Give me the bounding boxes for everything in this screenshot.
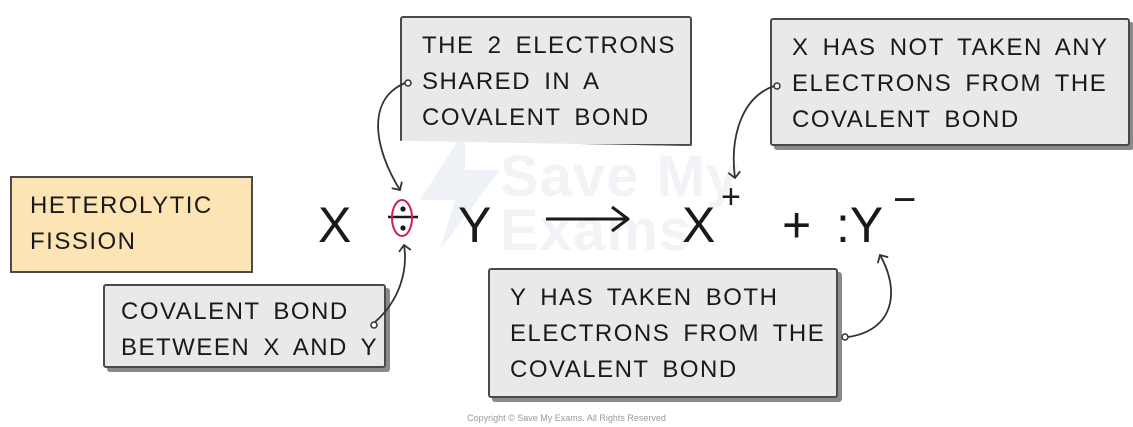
leader-arrow-covalent-bond: [374, 243, 412, 323]
callout-line: X HAS NOT TAKEN ANY: [792, 34, 1109, 61]
callout-line: ELECTRONS FROM THE: [510, 320, 826, 347]
y-negative-charge: −: [893, 178, 917, 222]
watermark-text: Save My Exams: [500, 144, 740, 263]
callout-y-taken-both: Y HAS TAKEN BOTH ELECTRONS FROM THE COVA…: [488, 268, 838, 398]
callout-covalent-bond-between: COVALENT BOND BETWEEN X AND Y: [103, 284, 386, 368]
watermark-logo-icon: [420, 130, 500, 250]
reactant-y: Y: [458, 197, 492, 253]
callout-line: Y HAS TAKEN BOTH: [510, 284, 779, 311]
reaction-arrow-head: [611, 205, 630, 233]
label-line: HETEROLYTIC: [30, 192, 213, 219]
callout-line: COVALENT BOND: [121, 298, 349, 325]
leader-arrow-shared-electrons: [377, 82, 406, 192]
leader-origin: [773, 82, 781, 90]
product-x: X: [682, 197, 716, 253]
leader-origin: [404, 79, 412, 87]
electron-dot: [400, 206, 406, 212]
electron-dot: [400, 225, 406, 231]
x-positive-charge: +: [721, 178, 741, 216]
watermark-line-1: Save My: [500, 144, 740, 209]
leader-arrow-y-taken-both: [847, 253, 892, 338]
callout-line: COVALENT BOND: [422, 104, 650, 131]
product-y-with-lone-pair: :Y: [836, 197, 884, 253]
leader-origin: [841, 333, 849, 341]
callout-shared-electrons: THE 2 ELECTRONS SHARED IN A COVALENT BON…: [400, 16, 692, 146]
callout-line: COVALENT BOND: [510, 356, 738, 383]
callout-line: SHARED IN A: [422, 68, 601, 95]
leader-origin: [370, 321, 378, 329]
callout-line: BETWEEN X AND Y: [121, 334, 379, 361]
watermark-line-2: Exams: [500, 198, 693, 263]
copyright-notice: Copyright © Save My Exams. All Rights Re…: [467, 413, 666, 423]
plus-sign: +: [782, 197, 812, 253]
callout-line: ELECTRONS FROM THE: [792, 70, 1108, 97]
callout-line: COVALENT BOND: [792, 106, 1020, 133]
label-line: FISSION: [30, 228, 137, 255]
heterolytic-fission-label: HETEROLYTIC FISSION: [10, 176, 253, 273]
reactant-x: X: [318, 197, 352, 253]
leader-arrow-x-not-taken: [727, 85, 775, 180]
watermark: Save My Exams: [420, 130, 780, 300]
callout-x-not-taken: X HAS NOT TAKEN ANY ELECTRONS FROM THE C…: [770, 18, 1130, 146]
electron-pair-ring: [391, 199, 413, 237]
callout-line: THE 2 ELECTRONS: [422, 32, 676, 59]
